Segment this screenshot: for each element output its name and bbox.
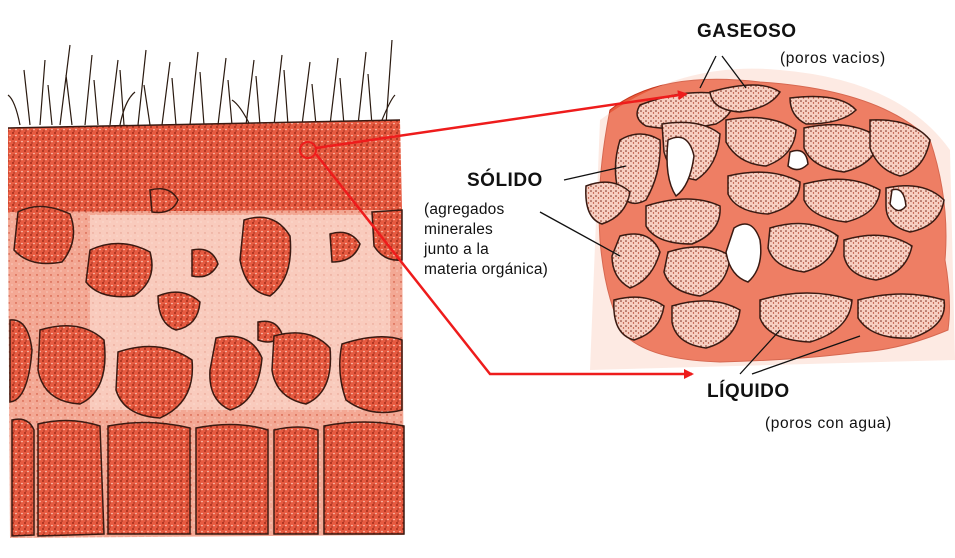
soil-profile — [8, 40, 404, 538]
solido-description: (agregados minerales junto a la materia … — [424, 200, 548, 280]
solido-label: SÓLIDO — [467, 170, 543, 192]
solido-line-2: minerales — [424, 220, 548, 240]
magnified-soil-sample — [586, 69, 955, 370]
liquido-sublabel: (poros con agua) — [765, 415, 892, 433]
solido-line-4: materia orgánica) — [424, 260, 548, 280]
grass-icon — [8, 40, 395, 125]
gaseoso-sublabel: (poros vacios) — [780, 50, 886, 68]
solido-line-3: junto a la — [424, 240, 548, 260]
gaseoso-label: GASEOSO — [697, 21, 797, 43]
solido-line-1: (agregados — [424, 200, 548, 220]
liquido-label: LÍQUIDO — [707, 381, 790, 403]
